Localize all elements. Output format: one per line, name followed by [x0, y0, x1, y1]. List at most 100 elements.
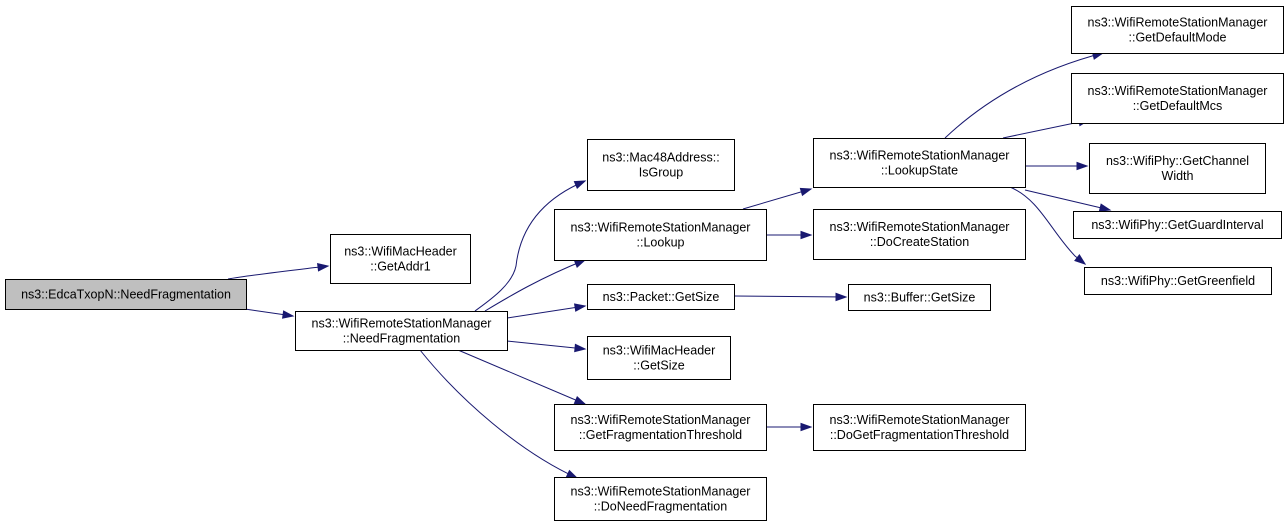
node-label-line: ns3::WifiRemoteStationManager	[830, 220, 1010, 234]
edge-rsm-need-frag-to-mac-header-get-size	[506, 340, 587, 353]
edge-arrowhead	[282, 310, 295, 319]
edge-need-frag-root-to-get-addr1	[227, 262, 330, 280]
node-need-frag-root[interactable]: ns3::EdcaTxopN::NeedFragmentation	[5, 279, 247, 310]
node-label-line: ::GetDefaultMcs	[1133, 99, 1223, 113]
node-box	[1071, 73, 1284, 124]
node-label-line: ns3::WifiRemoteStationManager	[830, 149, 1010, 163]
node-phy-get-guard-interval[interactable]: ns3::WifiPhy::GetGuardInterval	[1073, 211, 1282, 239]
node-rsm-lookup-state[interactable]: ns3::WifiRemoteStationManager::LookupSta…	[813, 138, 1026, 188]
edge-need-frag-root-to-rsm-need-frag	[237, 307, 295, 319]
node-label-line: ::GetAddr1	[370, 260, 430, 274]
node-box	[848, 284, 991, 311]
node-box	[813, 209, 1026, 260]
node-label-line: ::DoCreateStation	[870, 235, 969, 249]
edge-rsm-need-frag-to-mac48-is-group	[474, 180, 587, 312]
node-label-line: ::GetDefaultMode	[1129, 31, 1227, 45]
edge-rsm-lookup-state-to-phy-get-guard-interval	[1024, 189, 1112, 212]
node-box	[5, 279, 247, 310]
node-label-line: ns3::Buffer::GetSize	[864, 291, 976, 305]
edge-arrowhead	[573, 180, 587, 190]
node-label-line: ns3::WifiRemoteStationManager	[1088, 84, 1268, 98]
node-label-line: ns3::Packet::GetSize	[603, 290, 720, 304]
edge-arrowhead	[573, 303, 587, 312]
edge-arrowhead	[835, 292, 848, 302]
node-rsm-lookup[interactable]: ns3::WifiRemoteStationManager::Lookup	[554, 209, 767, 261]
edge-rsm-need-frag-to-rsm-lookup	[484, 259, 587, 312]
node-label-line: ns3::WifiRemoteStationManager	[1088, 16, 1268, 30]
node-mac48-is-group[interactable]: ns3::Mac48Address::IsGroup	[587, 139, 735, 191]
node-label-line: Width	[1162, 169, 1194, 183]
edge-rsm-need-frag-to-rsm-do-need-frag	[419, 349, 579, 479]
call-graph-edges	[227, 51, 1112, 479]
node-packet-get-size[interactable]: ns3::Packet::GetSize	[587, 284, 735, 310]
edge-arrowhead	[573, 395, 587, 405]
node-label-line: ::GetSize	[633, 359, 684, 373]
edge-rsm-lookup-to-rsm-lookup-state	[742, 187, 813, 210]
node-label-line: ::Lookup	[637, 236, 685, 250]
node-label-line: ns3::WifiPhy::GetChannel	[1106, 154, 1249, 168]
edge-arrowhead	[317, 262, 330, 272]
node-box	[813, 404, 1026, 451]
edge-arrowhead	[800, 422, 813, 432]
edge-rsm-lookup-to-rsm-do-create-station	[766, 230, 813, 240]
node-box	[813, 138, 1026, 188]
node-box	[554, 209, 767, 261]
edge-line	[944, 52, 1104, 139]
edge-rsm-need-frag-to-packet-get-size	[506, 303, 587, 319]
node-rsm-do-create-station[interactable]: ns3::WifiRemoteStationManager::DoCreateS…	[813, 209, 1026, 260]
edge-line	[457, 349, 586, 405]
edge-line	[227, 265, 329, 280]
node-box	[587, 284, 735, 310]
node-box	[554, 404, 767, 451]
node-box	[330, 234, 471, 284]
call-graph-nodes: ns3::EdcaTxopN::NeedFragmentationns3::Wi…	[5, 6, 1284, 521]
edge-packet-get-size-to-buffer-get-size	[733, 292, 848, 302]
node-label-line: ns3::EdcaTxopN::NeedFragmentation	[21, 288, 231, 302]
node-box	[1084, 267, 1272, 295]
node-label-line: ns3::WifiMacHeader	[344, 245, 457, 259]
node-label-line: ns3::WifiRemoteStationManager	[571, 413, 751, 427]
node-rsm-get-default-mcs[interactable]: ns3::WifiRemoteStationManager::GetDefaul…	[1071, 73, 1284, 124]
edge-line	[1024, 189, 1111, 211]
edge-arrowhead	[1076, 161, 1089, 171]
node-label-line: ns3::WifiMacHeader	[603, 344, 716, 358]
node-box	[1073, 211, 1282, 239]
node-rsm-do-need-frag[interactable]: ns3::WifiRemoteStationManager::DoNeedFra…	[554, 477, 767, 521]
edge-arrowhead	[800, 230, 813, 240]
edge-arrowhead	[574, 343, 587, 353]
node-get-addr1[interactable]: ns3::WifiMacHeader::GetAddr1	[330, 234, 471, 284]
node-label-line: ns3::Mac48Address::	[602, 151, 719, 165]
node-label-line: ::LookupState	[881, 164, 958, 178]
edge-line	[506, 305, 586, 319]
node-rsm-do-get-frag-threshold[interactable]: ns3::WifiRemoteStationManager::DoGetFrag…	[813, 404, 1026, 451]
edge-line	[742, 188, 812, 210]
node-rsm-get-frag-threshold[interactable]: ns3::WifiRemoteStationManager::GetFragme…	[554, 404, 767, 451]
edge-rsm-get-frag-threshold-to-rsm-do-get-frag-threshold	[766, 422, 813, 432]
node-phy-get-greenfield[interactable]: ns3::WifiPhy::GetGreenfield	[1084, 267, 1272, 295]
edge-line	[1009, 186, 1086, 265]
node-label-line: ::NeedFragmentation	[343, 332, 460, 346]
edge-line	[506, 340, 586, 350]
node-label-line: ns3::WifiRemoteStationManager	[571, 221, 751, 235]
node-label-line: ::DoGetFragmentationThreshold	[830, 428, 1009, 442]
node-label-line: ns3::WifiRemoteStationManager	[571, 485, 751, 499]
node-rsm-need-frag[interactable]: ns3::WifiRemoteStationManager::NeedFragm…	[295, 311, 508, 351]
edge-rsm-need-frag-to-rsm-get-frag-threshold	[457, 349, 587, 405]
edge-line	[484, 259, 586, 312]
node-label-line: IsGroup	[639, 166, 684, 180]
edge-line	[733, 295, 847, 298]
edge-rsm-lookup-state-to-phy-get-channel-width	[1025, 161, 1089, 171]
node-buffer-get-size[interactable]: ns3::Buffer::GetSize	[848, 284, 991, 311]
edge-line	[474, 180, 586, 312]
edge-arrowhead	[573, 259, 587, 268]
edge-arrowhead	[1074, 254, 1087, 265]
node-box	[587, 336, 731, 380]
node-label-line: ::DoNeedFragmentation	[594, 500, 727, 514]
node-box	[554, 477, 767, 521]
edge-arrowhead	[799, 187, 813, 197]
edge-arrowhead	[565, 469, 579, 479]
node-mac-header-get-size[interactable]: ns3::WifiMacHeader::GetSize	[587, 336, 731, 380]
node-rsm-get-default-mode[interactable]: ns3::WifiRemoteStationManager::GetDefaul…	[1071, 6, 1284, 54]
